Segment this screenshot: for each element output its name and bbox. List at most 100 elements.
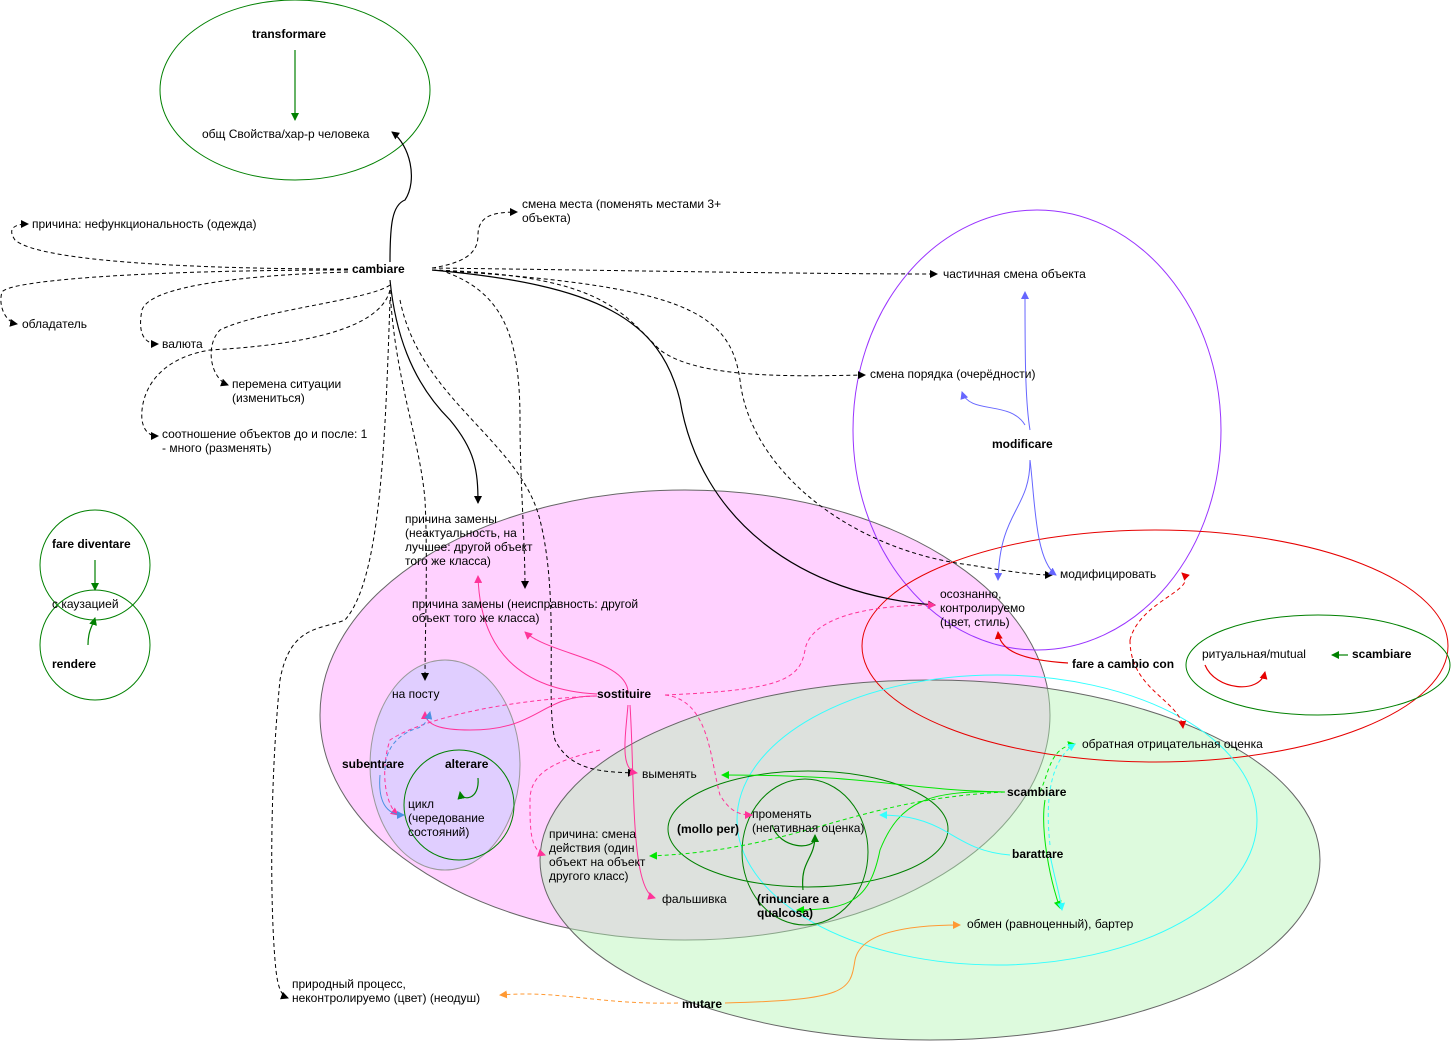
sostituire-label: sostituire xyxy=(597,687,651,701)
barattare-to-exchange-arrow xyxy=(1049,854,1066,911)
ratio-label: соотношение объектов до и после: 1 - мно… xyxy=(162,427,371,455)
rendere-to-causation-arrow xyxy=(87,617,97,646)
order-change-label: смена порядка (очерёдности) xyxy=(870,367,1035,381)
reason-outdated-line-1: причина замены xyxy=(405,512,497,526)
cambiare-to-props-arrow xyxy=(389,131,412,263)
barattare-to-pomenyat-arrow xyxy=(879,811,1011,856)
modificare-circle xyxy=(852,209,1222,651)
action-change-line-3: объект на объект xyxy=(549,855,646,869)
reason-broken-line-1: причина замены (неисправность: другой xyxy=(412,597,638,611)
alterare-label: alterare xyxy=(445,757,489,771)
fare-a-cambio-to-conscious-arrow xyxy=(994,631,1069,664)
cambiare-to-reason-broken-arrow xyxy=(439,269,529,589)
mollo-per-to-pomenyat-arrow xyxy=(771,824,816,847)
alterare-to-cycle-arrow xyxy=(457,777,479,800)
scambiare-to-action-change-dashed-arrow xyxy=(649,791,1006,860)
reason-broken-label: причина замены (неисправность: другой об… xyxy=(412,597,641,625)
sostituire-to-pomenyat-dashed-arrow xyxy=(664,694,753,819)
red-dashed-up-arrow xyxy=(1129,572,1190,641)
modificare-to-order-arrow xyxy=(960,391,1026,426)
cambiare-to-natural-arrow xyxy=(271,299,391,1000)
transformare-circle xyxy=(159,0,431,181)
red-dashed-down-arrow xyxy=(1129,639,1187,729)
situation-label: перемена ситуации (измениться) xyxy=(232,377,345,405)
barattare-to-neg-eval-dashed-arrow xyxy=(1047,743,1076,846)
sostituire-to-conscious-dashed-arrow xyxy=(664,601,936,696)
cycle-line-2: (чередование xyxy=(408,811,485,825)
natural-label: природный процесс, неконтролируемо (цвет… xyxy=(292,977,480,1005)
na-postu-label: на посту xyxy=(392,687,439,701)
currency-label: валюта xyxy=(162,337,203,351)
causation-label: с каузацией xyxy=(52,597,119,611)
sostituire-to-reason-broken-arrow xyxy=(524,631,629,695)
rinunciare-circle xyxy=(741,778,869,926)
vymenyat-label: выменять xyxy=(642,767,697,781)
mutare-to-natural-dashed-arrow xyxy=(499,990,679,1004)
mutare-to-exchange-arrow xyxy=(724,921,961,1004)
mutare-label: mutare xyxy=(682,997,722,1011)
ratio-line-1: соотношение объектов до и после: 1 xyxy=(162,427,368,441)
action-change-line-1: причина: смена xyxy=(549,827,636,841)
natural-line-1: природный процесс, xyxy=(292,977,406,991)
mollo-per-circle xyxy=(667,770,949,888)
scambiare-region xyxy=(539,679,1321,1041)
scambiare-main-label: scambiare xyxy=(1007,785,1067,799)
cycle-line-3: состояний) xyxy=(408,825,469,839)
subentrare-region xyxy=(369,659,521,871)
rinunciare-line-2: qualcosa) xyxy=(757,906,813,920)
props-label: общ Свойства/хар-р человека xyxy=(202,127,370,141)
transformare-label: transformare xyxy=(252,27,326,41)
cambiare-to-partial-arrow xyxy=(431,267,938,278)
subentrare-to-na-postu-arrow xyxy=(384,711,433,771)
situation-line-1: перемена ситуации xyxy=(232,377,341,391)
owner-label: обладатель xyxy=(22,317,87,331)
modificare-to-modify-arrow xyxy=(1029,459,1057,576)
reason-outdated-line-4: того же класса) xyxy=(405,554,491,568)
conscious-line-3: (цвет, стиль) xyxy=(940,615,1010,629)
fare-a-cambio-circle xyxy=(861,529,1449,763)
situation-line-2: (измениться) xyxy=(232,391,305,405)
ritual-label: ритуальная/mutual xyxy=(1202,647,1306,661)
cambiare-to-situation-arrow xyxy=(210,284,391,387)
pomenyat-line-2: (негативная оценка) xyxy=(752,821,864,835)
rinunciare-label: (rinunciare a qualcosa) xyxy=(757,892,832,920)
place-change-label: смена места (поменять местами 3+ объекта… xyxy=(522,197,724,225)
cambiare-to-reason-outdated-arrow xyxy=(389,279,482,504)
cambiare-to-ratio-arrow xyxy=(141,289,391,440)
cambiare-to-nonfunc-arrow xyxy=(11,220,349,270)
reason-broken-line-2: объект того же класса) xyxy=(412,611,539,625)
partial-change-label: частичная смена объекта xyxy=(943,267,1086,281)
scambiare-to-exchange-arrow xyxy=(1043,799,1062,909)
conscious-label: осознанно, контролируемо (цвет, стиль) xyxy=(940,587,1028,629)
conscious-line-2: контролируемо xyxy=(940,601,1025,615)
cambiare-to-vymenyat-arrow xyxy=(399,299,636,777)
cambiare-to-owner-arrow xyxy=(0,269,349,327)
subentrare-label: subentrare xyxy=(342,757,404,771)
modificare-label: modificare xyxy=(992,437,1053,451)
barattare-label: barattare xyxy=(1012,847,1064,861)
ritual-to-red-arrow xyxy=(1204,664,1268,688)
scambiare-to-rinunciare-arrow xyxy=(796,791,1006,914)
cambiare-to-currency-arrow xyxy=(140,271,349,348)
sostituire-to-na-postu-arrow xyxy=(421,695,598,731)
fare-diventare-label: fare diventare xyxy=(52,537,131,551)
cambiare-to-na-postu-arrow xyxy=(389,289,430,681)
reason-outdated-label: причина замены (неактуальность, на лучше… xyxy=(405,512,536,568)
conscious-line-1: осознанно, xyxy=(940,587,1001,601)
barattare-circle xyxy=(736,674,1258,966)
pomenyat-label: променять (негативная оценка) xyxy=(752,807,864,835)
cause-nonfunc-label: причина: нефункциональность (одежда) xyxy=(32,217,257,231)
rinunciare-line-1: (rinunciare a xyxy=(757,892,829,906)
fare-a-cambio-label: fare a cambio con xyxy=(1072,657,1174,671)
cambiare-to-order-arrow xyxy=(431,269,866,380)
action-change-label: причина: смена действия (один объект на … xyxy=(549,827,649,883)
action-change-line-4: другого класс) xyxy=(549,869,629,883)
sostituire-to-action-change-dashed-arrow xyxy=(529,749,601,857)
rendere-label: rendere xyxy=(52,657,96,671)
cambiare-to-place-arrow xyxy=(431,208,518,269)
fake-label: фальшивка xyxy=(662,892,727,906)
ratio-line-2: - много (разменять) xyxy=(162,441,272,455)
scambiare-red-label: scambiare xyxy=(1352,647,1412,661)
mollo-per-label: (mollo per) xyxy=(677,822,739,836)
